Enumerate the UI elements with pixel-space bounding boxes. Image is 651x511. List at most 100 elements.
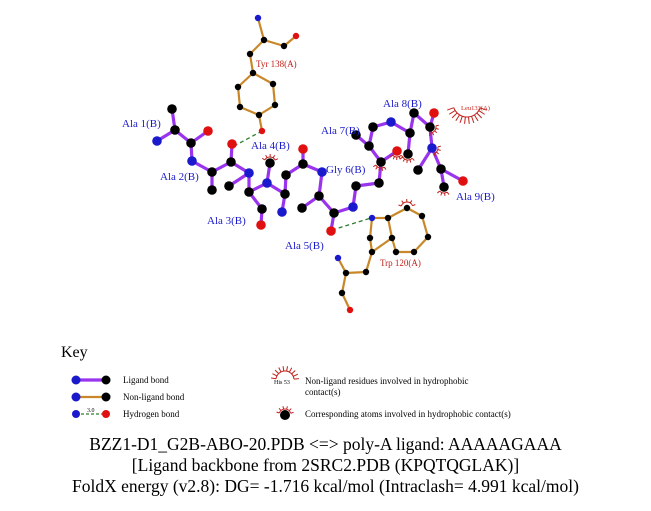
label-gly6: Gly 6(B) bbox=[326, 164, 366, 176]
carbon-atom bbox=[265, 158, 275, 168]
hydrophobic-tick bbox=[447, 107, 454, 111]
carbon-atom bbox=[280, 189, 290, 199]
hydrophobic-tick bbox=[278, 367, 282, 373]
carbon-atom bbox=[439, 182, 449, 192]
carbon-atom bbox=[405, 128, 415, 138]
oxygen-atom bbox=[203, 126, 213, 136]
caption-line-3: FoldX energy (v2.8): DG= -1.716 kcal/mol… bbox=[72, 476, 579, 496]
hydrophobic-arc bbox=[402, 156, 413, 161]
carbon-atom bbox=[314, 191, 324, 201]
nitrogen-atom bbox=[317, 167, 327, 177]
carbon-atom bbox=[329, 208, 339, 218]
hydrophobic-arc bbox=[453, 107, 481, 118]
tyr138-bonds bbox=[236, 17, 297, 132]
nitrogen-atom bbox=[348, 202, 358, 212]
label-ala9: Ala 9(B) bbox=[456, 191, 495, 203]
hydrophobic-tick bbox=[291, 370, 296, 375]
carbon-atom bbox=[368, 248, 376, 256]
carbon-atom bbox=[342, 269, 350, 277]
nitrogen-atom bbox=[386, 117, 396, 127]
carbon-atom bbox=[376, 157, 386, 167]
key-hydrophobic-residues-label-1: Non-ligand residues involved in hydropho… bbox=[305, 376, 468, 386]
hydrophobic-tick bbox=[383, 166, 387, 170]
carbon-atom bbox=[418, 212, 426, 220]
key-hydrogen-bond-label: Hydrogen bond bbox=[123, 409, 180, 419]
carbon-atom bbox=[246, 50, 254, 58]
carbon-atom bbox=[338, 289, 346, 297]
label-trp120: Trp 120(A) bbox=[380, 258, 421, 268]
hydrophobic-tick bbox=[476, 112, 483, 119]
oxygen-atom bbox=[429, 108, 439, 118]
hydrophobic-tick bbox=[464, 116, 466, 124]
oxygen-atom bbox=[227, 139, 237, 149]
nitrogen-atom bbox=[368, 214, 376, 222]
atoms-layer bbox=[152, 14, 468, 314]
label-ala2: Ala 2(B) bbox=[160, 171, 199, 183]
key-hydrophobic-atom-arc-icon bbox=[276, 406, 294, 414]
hydrophobic-tick bbox=[288, 367, 293, 373]
carbon-atom bbox=[425, 122, 435, 132]
key-hydrophobic-atom: Corresponding atoms involved in hydropho… bbox=[276, 406, 511, 420]
carbon-atom bbox=[260, 36, 268, 44]
hydrophobic-arc bbox=[278, 408, 292, 414]
hydrophobic-arc bbox=[392, 154, 402, 158]
label-ala8: Ala 8(B) bbox=[383, 98, 422, 110]
key-ligand-bond-label: Ligand bond bbox=[123, 375, 169, 385]
key-hydrogen-bond: 3.0 Hydrogen bond bbox=[72, 408, 180, 419]
hydrophobic-tick bbox=[286, 366, 289, 372]
carbon-atom bbox=[234, 83, 242, 91]
nitrogen-atom bbox=[187, 156, 197, 166]
key: Key Ligand bond Non-ligand bond 3.0 Hydr… bbox=[61, 344, 511, 420]
key-nitrogen-atom-2 bbox=[71, 392, 81, 402]
hydrophobic-arc bbox=[439, 190, 448, 194]
nitrogen-atom bbox=[334, 254, 342, 262]
carbon-atom bbox=[249, 69, 257, 77]
oxygen-atom bbox=[298, 144, 308, 154]
carbon-atom bbox=[392, 248, 400, 256]
hydrophobic-tick bbox=[479, 107, 487, 111]
carbon-atom bbox=[436, 164, 446, 174]
hydrophobic-arc bbox=[264, 156, 276, 161]
oxygen-atom bbox=[292, 32, 300, 40]
carbon-atom bbox=[226, 157, 236, 167]
carbon-atom bbox=[388, 234, 396, 242]
hydrophobic-tick bbox=[293, 373, 298, 377]
hydrophobic-tick bbox=[448, 110, 456, 115]
key-title: Key bbox=[61, 344, 88, 361]
hydrophobic-tick bbox=[274, 369, 279, 374]
carbon-atom bbox=[257, 204, 267, 214]
hydrophobic-arc bbox=[433, 146, 439, 155]
oxygen-atom bbox=[346, 306, 354, 314]
key-his-label: His 53 bbox=[274, 380, 290, 386]
label-ala1: Ala 1(B) bbox=[122, 118, 161, 130]
captions: BZZ1-D1_G2B-ABO-20.PDB <=> poly-A ligand… bbox=[0, 434, 651, 497]
carbon-atom bbox=[186, 138, 196, 148]
carbon-atom bbox=[384, 214, 392, 222]
hydrophobic-tick bbox=[478, 110, 485, 115]
hydrophobic-tick bbox=[272, 373, 278, 377]
carbon-atom bbox=[374, 178, 384, 188]
key-nonligand-bond: Non-ligand bond bbox=[71, 392, 185, 402]
hydrophobic-tick bbox=[276, 411, 280, 414]
hydrophobic-arc bbox=[400, 201, 413, 207]
carbon-atom bbox=[351, 181, 361, 191]
oxygen-atom bbox=[326, 226, 336, 236]
hydrogen-bonds bbox=[235, 130, 372, 231]
label-leu133: Leu133(A) bbox=[461, 105, 490, 112]
nitrogen-atom bbox=[262, 178, 272, 188]
oxygen-atom bbox=[258, 127, 266, 135]
hydrophobic-tick bbox=[412, 204, 416, 207]
carbon-atom bbox=[281, 170, 291, 180]
nitrogen-atom bbox=[427, 143, 437, 153]
carbon-atom bbox=[207, 167, 217, 177]
hydrophobic-tick bbox=[271, 377, 277, 380]
hydrophobic-tick bbox=[455, 114, 460, 122]
nitrogen-atom bbox=[152, 136, 162, 146]
carbon-atom bbox=[167, 104, 177, 114]
carbon-atom bbox=[362, 268, 370, 276]
key-hydrophobic-residues-label-2: contact(s) bbox=[305, 387, 340, 397]
hydrophobic-tick bbox=[451, 112, 458, 119]
carbon-atom bbox=[207, 185, 217, 195]
hydrophobic-arc bbox=[375, 164, 385, 169]
